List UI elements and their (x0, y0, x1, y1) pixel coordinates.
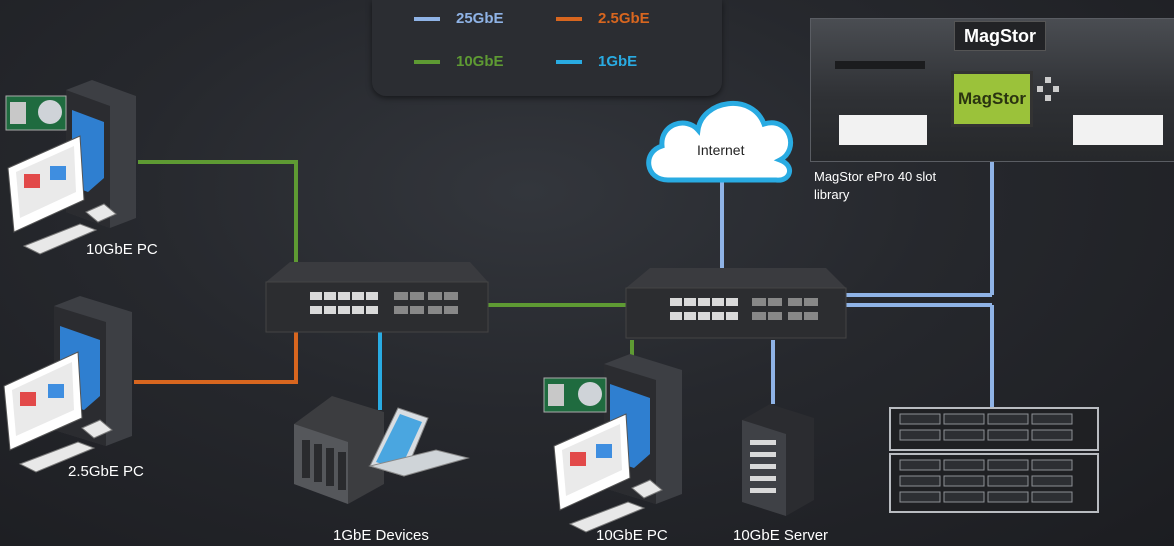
legend: 25GbE 2.5GbE 10GbE 1GbE (372, 0, 722, 96)
legend-label: 2.5GbE (598, 10, 650, 27)
keyboard-icon (22, 223, 98, 255)
library-screen: MagStor (951, 71, 1033, 127)
label-1gbe-devices: 1GbE Devices (333, 527, 429, 544)
mouse-icon (631, 479, 663, 499)
monitor-icon (553, 413, 631, 511)
label-10gbe-pc-bottom: 10GbE PC (596, 527, 668, 544)
legend-swatch (556, 16, 582, 21)
link-10gbe-top-pc (138, 160, 298, 262)
label-10gbe-server: 10GbE Server (733, 527, 829, 544)
nas-icon (294, 396, 384, 504)
library-keypad (1037, 77, 1059, 103)
legend-swatch (414, 59, 440, 64)
legend-label: 25GbE (456, 10, 504, 27)
monitor-icon (3, 351, 83, 451)
legend-item-25gbe: 25GbE (414, 10, 504, 27)
label-2-5gbe-pc: 2.5GbE PC (68, 463, 144, 480)
library-magazine-left (839, 115, 927, 145)
keyboard-icon (18, 441, 96, 473)
mouse-icon (81, 419, 113, 439)
legend-swatch (414, 16, 440, 21)
legend-item-10gbe: 10GbE (414, 53, 504, 70)
nic-card-icon (5, 95, 67, 131)
legend-label: 10GbE (456, 53, 504, 70)
server-rack-icon (742, 404, 814, 516)
label-10gbe-pc-top: 10GbE PC (86, 241, 158, 258)
link-2-5gbe-pc (134, 332, 298, 384)
library-slot-divider (835, 61, 925, 69)
devices-1gbe (294, 396, 470, 504)
library-caption: MagStor ePro 40 slot library (814, 169, 937, 202)
cloud-icon (646, 100, 793, 183)
legend-item-2-5gbe: 2.5GbE (556, 10, 650, 27)
keyboard-icon (568, 501, 646, 533)
pc-10gbe-top (5, 80, 136, 255)
library-brand: MagStor (954, 21, 1046, 51)
mouse-icon (85, 203, 117, 223)
storage-array-icon (889, 407, 1099, 513)
legend-label: 1GbE (598, 53, 638, 70)
legend-item-1gbe: 1GbE (556, 53, 637, 70)
tape-library-icon: MagStor MagStor (810, 18, 1174, 162)
connection-lines (134, 160, 994, 410)
pc-10gbe-bottom (543, 354, 682, 533)
monitor-icon (7, 135, 85, 233)
laptop-icon (368, 407, 470, 477)
cloud-label: Internet (697, 142, 745, 158)
nic-card-icon (543, 377, 607, 413)
switch-icon (265, 262, 489, 333)
switch-icon (625, 268, 847, 339)
library-magazine-right (1073, 115, 1163, 145)
legend-swatch (556, 59, 582, 64)
pc-2-5gbe (3, 296, 132, 473)
